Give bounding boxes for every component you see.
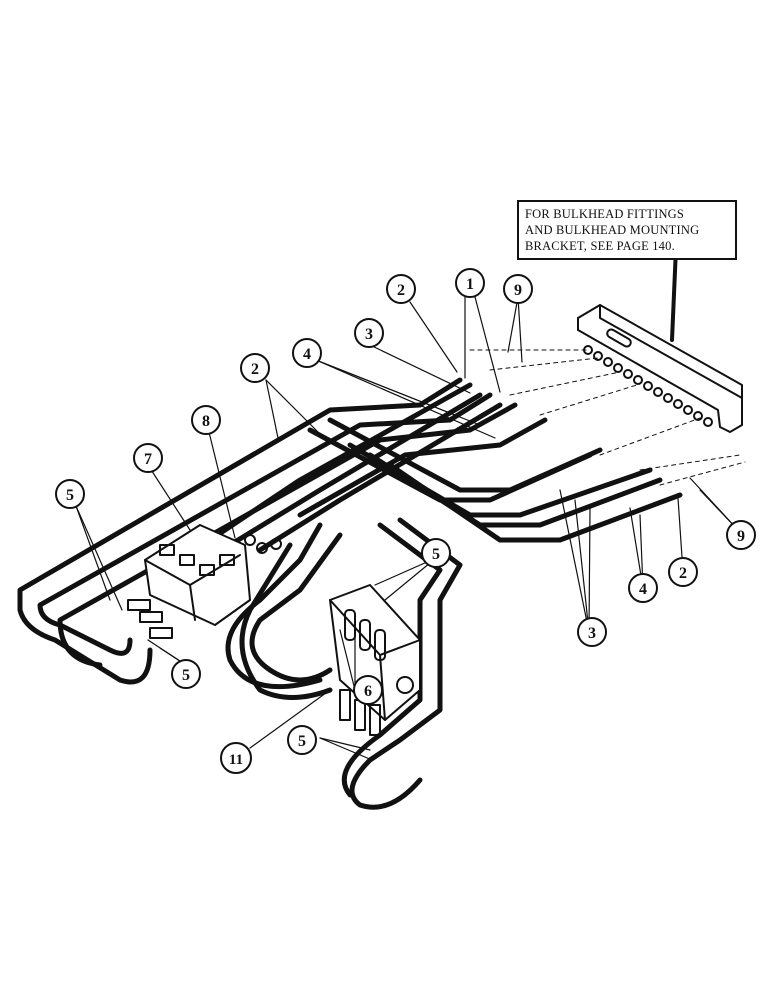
callout-1-label: 1 [466,276,474,293]
callout-6-label: 6 [364,683,372,700]
callout-5-lower-left-label: 5 [182,667,190,684]
callout-2-left-label: 2 [251,361,259,378]
callout-4-right: 4 [628,573,658,603]
leader-lines [75,296,739,761]
bulkhead-reference-note: FOR BULKHEAD FITTINGS AND BULKHEAD MOUNT… [517,200,737,260]
callout-3-top: 3 [354,318,384,348]
callout-9-top-label: 9 [514,282,522,299]
callout-2-top: 2 [386,274,416,304]
callout-2-left: 2 [240,353,270,383]
callout-3-right-label: 3 [588,625,596,642]
callout-2-right: 2 [668,557,698,587]
callout-9-top: 9 [503,274,533,304]
callout-4-top: 4 [292,338,322,368]
alignment-dashes [469,349,746,486]
callout-5-center: 5 [421,538,451,568]
callout-8-label: 8 [202,413,210,430]
callout-9-right-label: 9 [737,528,745,545]
callout-4-right-label: 4 [639,581,647,598]
control-valve-left [127,524,282,639]
callout-7-label: 7 [144,451,152,468]
callout-8: 8 [191,405,221,435]
callout-4-top-label: 4 [303,346,311,363]
callouts: 1 2 2 2 3 3 4 4 5 5 5 5 6 7 8 9 9 11 [55,268,756,774]
callout-2-top-label: 2 [397,282,405,299]
callout-6: 6 [353,675,383,705]
callout-5-left-label: 5 [66,487,74,504]
callout-3-top-label: 3 [365,326,373,343]
callout-11-label: 11 [229,752,243,768]
callout-5-lower-left: 5 [171,659,201,689]
callout-5-bottom-label: 5 [298,733,306,750]
callout-5-center-label: 5 [432,546,440,563]
bulkhead-fittings [583,345,713,427]
note-line-1: FOR BULKHEAD FITTINGS [525,207,685,221]
callout-5-bottom: 5 [287,725,317,755]
callout-3-right: 3 [577,617,607,647]
callout-7: 7 [133,443,163,473]
callout-9-right: 9 [726,520,756,550]
callout-1: 1 [455,268,485,298]
control-valve-right [329,584,421,736]
callout-2-right-label: 2 [679,565,687,582]
callout-11: 11 [220,742,252,774]
bulkhead-bracket [577,246,743,433]
callout-5-left: 5 [55,479,85,509]
note-line-2: AND BULKHEAD MOUNTING [525,223,700,237]
note-line-3: BRACKET, SEE PAGE 140. [525,239,675,253]
